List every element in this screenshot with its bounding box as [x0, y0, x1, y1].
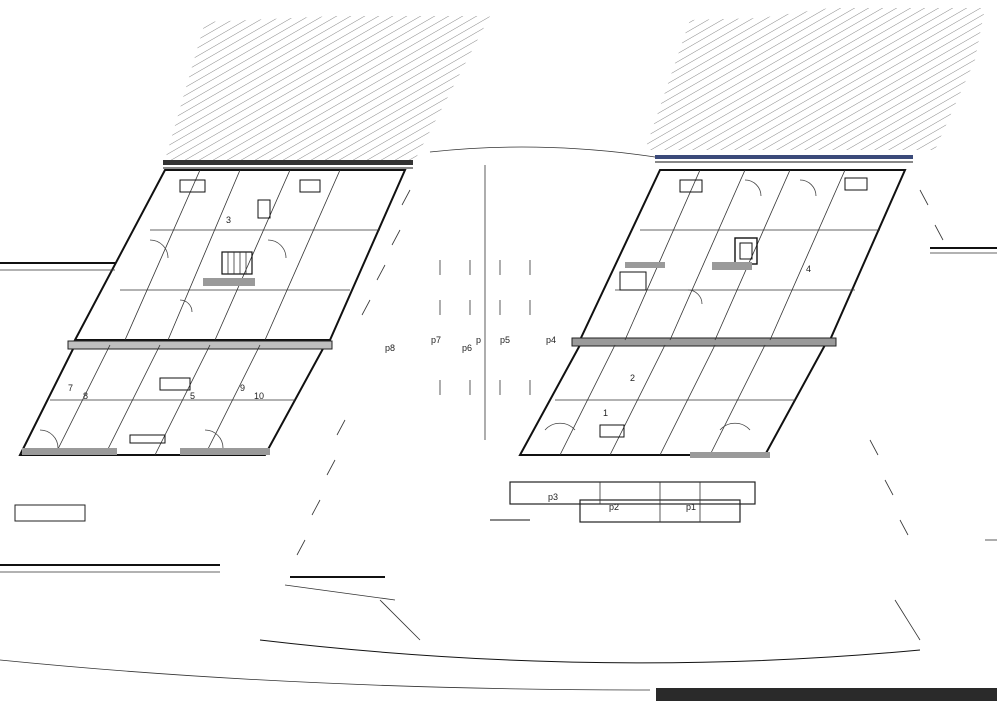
- lower-road: [0, 576, 997, 701]
- label-room-5: 5: [190, 391, 195, 401]
- top-wall-right: [429, 146, 913, 163]
- diagonal-ticks: [296, 189, 944, 641]
- label-p7: p7: [431, 335, 441, 345]
- label-room-4: 4: [806, 264, 811, 274]
- label-p2: p2: [609, 502, 619, 512]
- label-room-2: 2: [630, 373, 635, 383]
- top-wall-left: [163, 160, 413, 169]
- left-building-block: [0, 169, 407, 573]
- label-p8: p8: [385, 343, 395, 353]
- label-p4: p4: [546, 335, 556, 345]
- stair-right: [712, 237, 758, 270]
- label-room-8: 8: [83, 391, 88, 401]
- center-dashes: [439, 165, 531, 440]
- label-p: p: [476, 335, 481, 345]
- label-p5: p5: [500, 335, 510, 345]
- right-building-block: [518, 169, 997, 541]
- label-p1: p1: [686, 502, 696, 512]
- label-p3: p3: [548, 492, 558, 502]
- label-room-3: 3: [226, 215, 231, 225]
- hatched-area-left: [165, 16, 490, 160]
- label-room-9: 9: [240, 383, 245, 393]
- plan-labels: p8 p7 p6 p p5 p4 p3 p2 p1 3 7 8 5 9 10 4…: [68, 215, 811, 512]
- parking-strip: [490, 481, 756, 523]
- label-room-1: 1: [603, 408, 608, 418]
- label-room-10: 10: [254, 391, 264, 401]
- label-room-7: 7: [68, 383, 73, 393]
- hatched-area-right: [645, 8, 985, 150]
- stair-left: [221, 251, 253, 275]
- label-p6: p6: [462, 343, 472, 353]
